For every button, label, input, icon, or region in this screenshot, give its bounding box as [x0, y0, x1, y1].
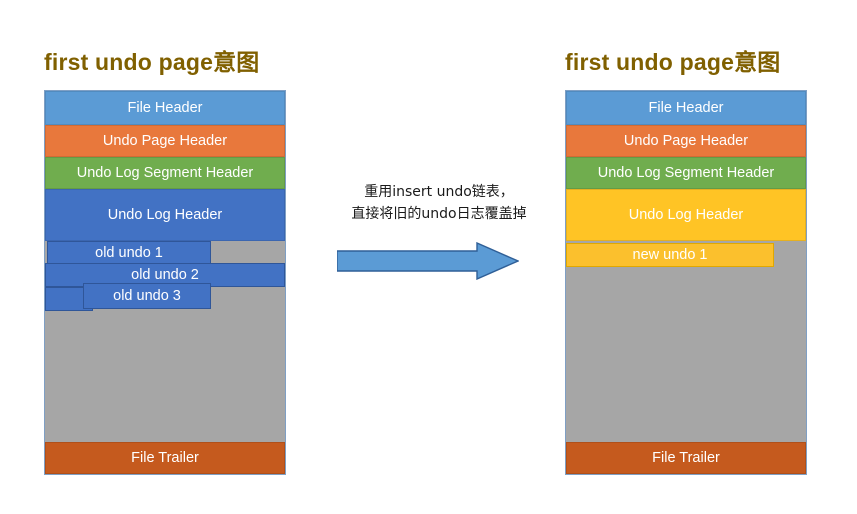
- left-undo-entry-3: old undo 3: [83, 283, 211, 309]
- left-band-undo-page-header-label: Undo Page Header: [102, 132, 228, 149]
- left-band-file-trailer-label: File Trailer: [131, 449, 199, 466]
- right-arrow-icon: [337, 242, 519, 280]
- transform-note-line-1: 重用insert undo链表，: [364, 184, 514, 200]
- left-band-file-header-label: File Header: [127, 99, 203, 116]
- left-band-undo-log-header: Undo Log Header: [45, 189, 285, 241]
- right-undo-page-column: File Header Undo Page Header Undo Log Se…: [565, 90, 807, 475]
- right-band-file-header-label: File Header: [648, 99, 724, 116]
- right-panel-title: first undo page意图: [565, 49, 781, 75]
- left-band-file-header: File Header: [45, 91, 285, 125]
- left-undo-entry-1-label: old undo 1: [95, 244, 163, 261]
- left-band-undo-log-segment-header-label: Undo Log Segment Header: [76, 164, 254, 181]
- left-panel-title: first undo page意图: [44, 49, 260, 75]
- right-undo-entry-1: new undo 1: [566, 243, 774, 267]
- right-band-undo-log-segment-header: Undo Log Segment Header: [566, 157, 806, 189]
- left-band-undo-log-header-label: Undo Log Header: [107, 206, 223, 223]
- right-band-undo-log-header: Undo Log Header: [566, 189, 806, 241]
- transform-note: 重用insert undo链表， 直接将旧的undo日志覆盖掉: [328, 182, 550, 225]
- right-band-file-header: File Header: [566, 91, 806, 125]
- left-undo-entry-1: old undo 1: [47, 241, 211, 265]
- right-band-file-trailer-label: File Trailer: [652, 449, 720, 466]
- right-band-undo-log-header-label: Undo Log Header: [628, 206, 744, 223]
- right-undo-entry-1-label: new undo 1: [632, 246, 708, 263]
- left-undo-entry-3-label: old undo 3: [113, 287, 181, 304]
- right-band-undo-page-header-label: Undo Page Header: [623, 132, 749, 149]
- left-undo-page-column: File Header Undo Page Header Undo Log Se…: [44, 90, 286, 475]
- right-band-undo-log-segment-header-label: Undo Log Segment Header: [597, 164, 775, 181]
- left-undo-entry-2-label: old undo 2: [131, 266, 199, 283]
- left-band-file-trailer: File Trailer: [45, 442, 285, 474]
- transform-note-line-2: 直接将旧的undo日志覆盖掉: [351, 205, 527, 222]
- right-band-undo-page-header: Undo Page Header: [566, 125, 806, 157]
- left-band-undo-page-header: Undo Page Header: [45, 125, 285, 157]
- left-band-undo-log-segment-header: Undo Log Segment Header: [45, 157, 285, 189]
- right-band-file-trailer: File Trailer: [566, 442, 806, 474]
